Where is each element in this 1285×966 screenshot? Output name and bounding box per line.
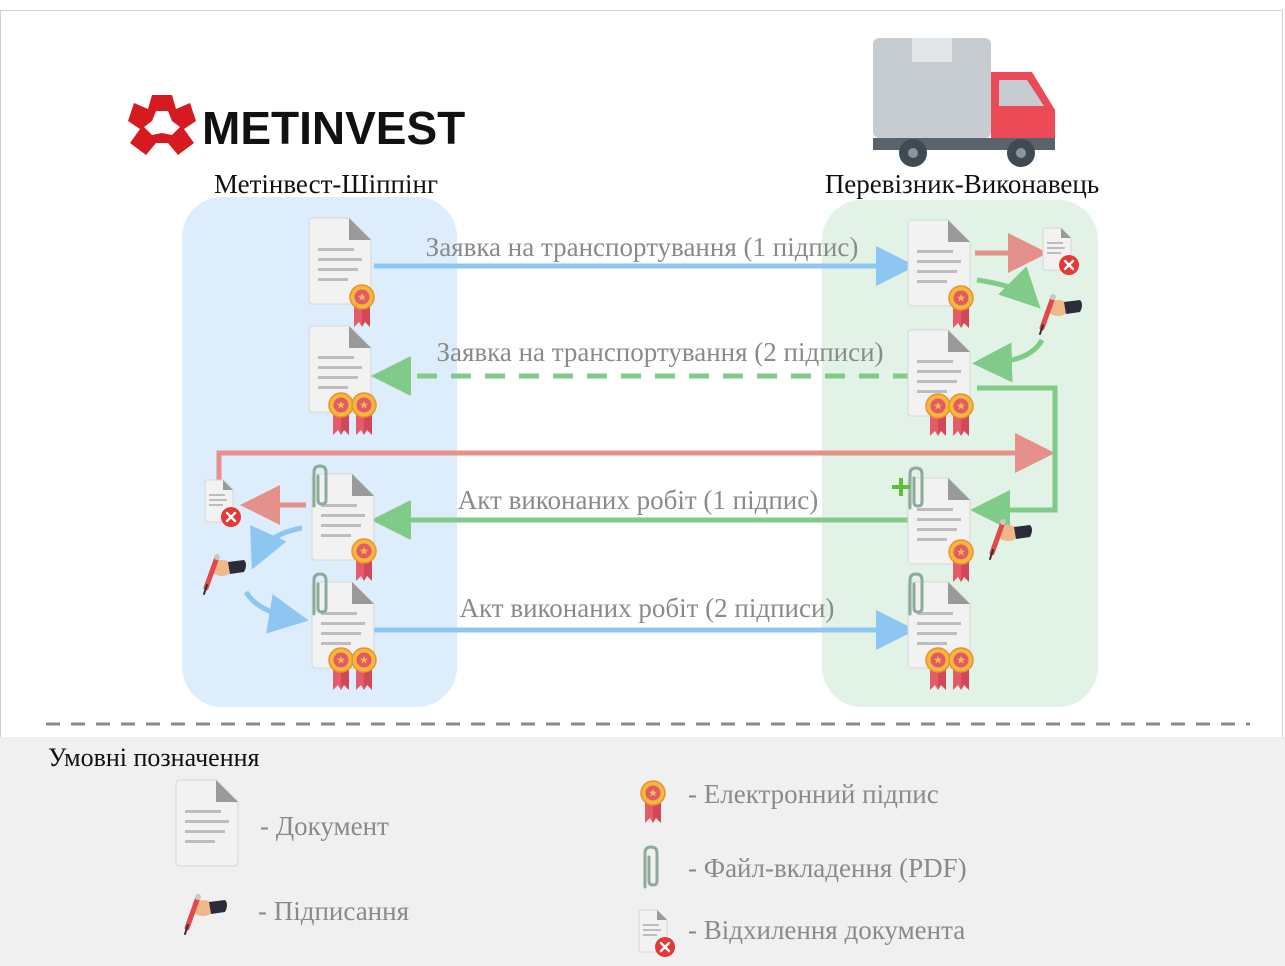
- truck-icon: [873, 38, 1055, 167]
- metinvest-logo: METINVEST: [128, 95, 465, 155]
- request-signed-arrow: [972, 338, 1045, 383]
- legend-reject-label: - Відхилення документа: [688, 915, 965, 945]
- act-sign-arrow: [250, 524, 303, 570]
- request-1-label: Заявка на транспортування (1 підпис): [426, 232, 859, 262]
- legend-signing-label: - Підписання: [258, 896, 409, 926]
- act-2-label: Акт виконаних робіт (2 підписи): [460, 593, 835, 623]
- add-attachment-icon: [892, 478, 910, 496]
- create-act-arrow: [970, 385, 1058, 530]
- page-frame: [0, 10, 1283, 966]
- document-icon: [175, 779, 239, 867]
- legend-esign-label: - Електронний підпис: [688, 779, 939, 809]
- legend-attachment-label: - Файл-вкладення (PDF): [688, 853, 967, 883]
- metinvest-emblem-icon: [128, 95, 196, 155]
- left-party-label: Метінвест-Шіппінг: [214, 169, 438, 199]
- act-signed-arrow: [243, 590, 309, 634]
- act-1-label: Акт виконаних робіт (1 підпис): [458, 485, 818, 515]
- request-2-label: Заявка на транспортування (2 підписи): [436, 337, 883, 367]
- reject-loop-arrow: [216, 433, 1055, 482]
- right-party-label: Перевізник-Виконавець: [825, 169, 1099, 199]
- logo-text: METINVEST: [202, 102, 465, 154]
- legend-title: Умовні позначення: [48, 743, 260, 772]
- legend-document-label: - Документ: [260, 811, 389, 841]
- request-sign-arrow: [976, 266, 1041, 309]
